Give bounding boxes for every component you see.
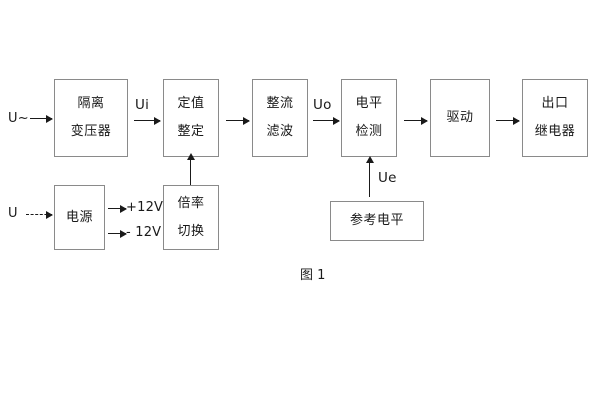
block-reference-level-line1: 参考电平 [349, 213, 404, 229]
block-drive-line1: 驱动 [446, 110, 474, 126]
block-multiplier-switch-line2: 切换 [177, 223, 205, 239]
block-output-relay-line1: 出口 [541, 96, 569, 112]
rail-negative-label: - 12V [126, 225, 162, 240]
arrow-drive-to-output-relay [496, 116, 520, 125]
block-multiplier-switch: 倍率 切换 [163, 185, 219, 250]
signal-label-ue: Ue [378, 170, 397, 186]
arrow-level-detection-to-drive [404, 116, 428, 125]
block-rectify-filter-line2: 滤波 [266, 124, 294, 139]
block-power-supply-line1: 电源 [65, 209, 93, 225]
block-setting-value-line1: 定值 [177, 96, 205, 112]
arrow-dc-input-to-power-supply [26, 211, 53, 219]
block-isolation-transformer: 隔离 变压器 [54, 79, 128, 157]
block-setting-value-line2: 整定 [177, 124, 205, 139]
block-level-detection-line2: 检测 [355, 124, 383, 139]
block-multiplier-switch-line1: 倍率 [177, 195, 205, 211]
block-setting-value: 定值 整定 [163, 79, 219, 157]
arrow-setting-value-to-rectify-filter [226, 116, 250, 125]
signal-label-ui: Ui [135, 97, 150, 113]
signal-label-uo: Uo [313, 97, 332, 113]
block-output-relay-line2: 继电器 [534, 124, 576, 139]
rail-positive-label: +12V [126, 200, 164, 215]
arrow-power-supply-negative-rail [108, 229, 127, 238]
block-level-detection-line1: 电平 [355, 96, 383, 112]
block-output-relay: 出口 继电器 [522, 79, 588, 157]
block-rectify-filter: 整流 滤波 [252, 79, 308, 157]
dc-input-label: U [8, 206, 18, 221]
arrow-power-supply-positive-rail [108, 204, 127, 213]
block-isolation-transformer-line2: 变压器 [70, 124, 112, 139]
block-isolation-transformer-line1: 隔离 [77, 96, 105, 112]
block-rectify-filter-line1: 整流 [266, 96, 294, 112]
figure-caption: 图 1 [300, 268, 326, 283]
arrow-multiplier-switch-to-setting-value [186, 153, 195, 185]
block-reference-level: 参考电平 [330, 201, 424, 241]
arrow-reference-level-to-level-detection [365, 156, 374, 197]
arrow-rectify-filter-to-level-detection [313, 116, 340, 125]
block-level-detection: 电平 检测 [341, 79, 397, 157]
block-power-supply: 电源 [54, 185, 105, 250]
arrow-ac-input-to-isolation-transformer [30, 114, 53, 123]
block-drive: 驱动 [430, 79, 490, 157]
arrow-isolation-transformer-to-setting-value [134, 116, 161, 125]
ac-input-label: U~ [8, 111, 29, 126]
